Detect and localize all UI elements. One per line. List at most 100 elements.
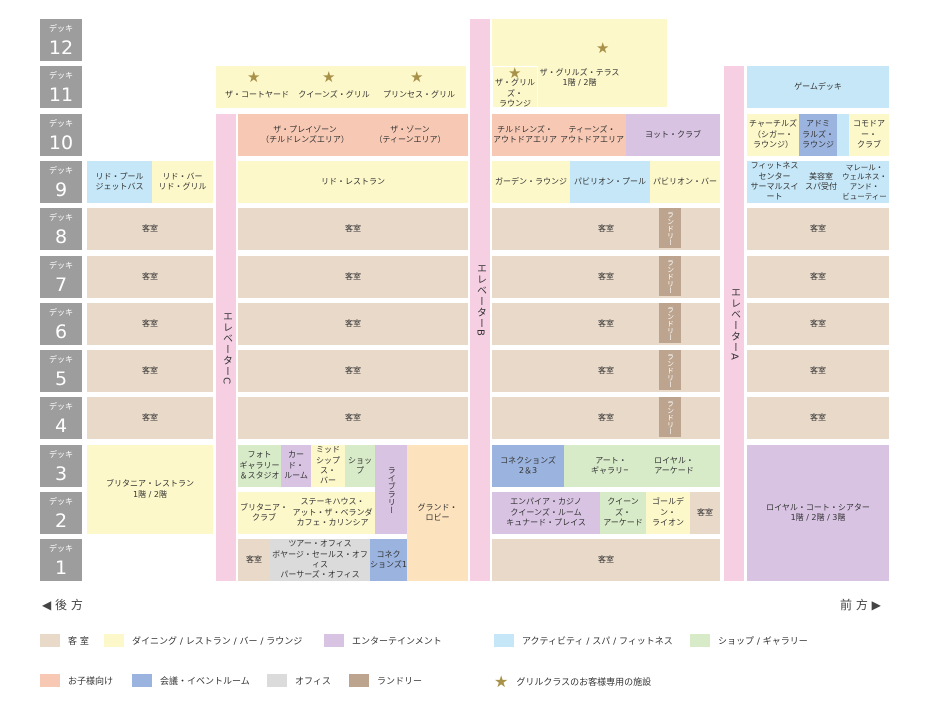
queens-grill: クイーンズ・グリル <box>298 89 370 99</box>
deck11-grills-row <box>216 66 466 108</box>
connexions-1: コネク ションズ1 <box>370 539 407 581</box>
cabin-block: 客室 <box>747 256 889 298</box>
cabin-block: 客室 <box>492 208 720 250</box>
laundry: ランドリー <box>659 350 681 390</box>
cabin-block: 客室 <box>747 208 889 250</box>
tour-office: ツアー・オフィス ボヤージ・セールス・オフィス パーサーズ・オフィス <box>270 539 370 581</box>
children-outdoor-area: チルドレンズ・ アウトドアエリア <box>492 114 558 156</box>
elevator-c: エレベーターC <box>216 114 236 581</box>
legend-swatch <box>40 674 60 687</box>
cabin-block: 客室 <box>690 492 720 534</box>
mareel-wellness: マレール・ ウェルネス・ アンド・ ビューティー <box>840 161 889 203</box>
legend-activity: アクティビティ / スパ / フィットネス <box>494 634 673 647</box>
cabin-block: 客室 <box>87 256 213 298</box>
zone: ザ・ゾーン （ティーンエリア） <box>374 124 446 144</box>
legend-swatch <box>104 634 124 647</box>
commodore-club: コモドアー・ クラブ <box>849 114 889 156</box>
queens-arcade: クイーンズ・ アーケード <box>600 492 646 534</box>
cabin-block: 客室 <box>492 303 720 345</box>
beauty-salon: 美容室 スパ受付 <box>802 161 840 203</box>
cabin-block: 客室 <box>492 539 720 581</box>
golden-lion: ゴールデン・ ライオン <box>646 492 690 534</box>
laundry: ランドリー <box>659 208 681 248</box>
pavilion-pool: パビリオン・プール <box>570 161 650 203</box>
admirals-lounge: アドミ ラルズ・ ラウンジ <box>799 114 837 156</box>
legend-swatch <box>494 634 514 647</box>
grills-lounge: ザ・グリルズ・ ラウンジ <box>492 66 538 108</box>
legend-meeting: 会議・イベントルーム <box>132 674 250 687</box>
shop: ショップ <box>345 445 375 487</box>
cabin-block: 客室 <box>238 350 468 392</box>
grill-class-star-icon: ★ <box>596 39 610 57</box>
elevator-a: エレベーターA <box>724 66 744 581</box>
cabin-block: 客室 <box>87 208 213 250</box>
cabin-block: 客室 <box>238 397 468 439</box>
legend-grill: ★グリルクラスのお客様専用の施設 <box>494 672 652 691</box>
garden-lounge: ガーデン・ラウンジ <box>492 161 570 203</box>
cabin-block: 客室 <box>492 256 720 298</box>
churchills-lounge: チャーチルズ （シガー・ ラウンジ） <box>747 114 799 156</box>
deck10-kids-row <box>238 114 468 156</box>
steakhouse: ステーキハウス・ アット・ザ・ベランダ カフェ・カリンシア <box>290 492 375 534</box>
legend-swatch <box>132 674 152 687</box>
playzone: ザ・プレイゾーン （チルドレンズエリア） <box>261 124 349 144</box>
legend-office: オフィス <box>267 674 331 687</box>
empire-casino: エンパイア・カジノ クイーンズ・ルーム キュナード・プレイス <box>492 492 600 534</box>
lido-pool: リド・プール ジェットバス <box>87 161 152 203</box>
card-room: カード・ ルーム <box>281 445 311 487</box>
legend-kids: お子様向け <box>40 674 113 687</box>
legend-swatch <box>324 634 344 647</box>
legend-swatch <box>267 674 287 687</box>
cabin-block: 客室 <box>238 208 468 250</box>
britannia-club: ブリタニア・ クラブ <box>238 492 290 534</box>
cabin-block: 客室 <box>87 303 213 345</box>
lido-restaurant: リド・レストラン <box>238 161 468 203</box>
grill-class-star-icon: ★ <box>494 672 509 691</box>
connexions-2-3: コネクションズ 2＆3 <box>492 445 564 487</box>
royal-court-theatre: ロイヤル・コート・シアター 1階 / 2階 / 3階 <box>747 445 889 581</box>
cabin-block: 客室 <box>492 350 720 392</box>
cabin-block: 客室 <box>238 256 468 298</box>
cabin-block: 客室 <box>747 350 889 392</box>
grand-lobby: グランド・ ロビー <box>407 445 468 581</box>
aft-direction: ◀ 後 方 <box>42 598 83 612</box>
cabin-block: 客室 <box>747 303 889 345</box>
laundry: ランドリー <box>659 256 681 296</box>
pavilion-bar: パビリオン・バー <box>650 161 720 203</box>
cabin-block: 客室 <box>87 397 213 439</box>
princess-grill: プリンセス・グリル <box>383 89 455 99</box>
legend-shop: ショップ / ギャラリー <box>690 634 808 647</box>
midships-bar: ミッド シップス・ バー <box>311 445 345 487</box>
legend-swatch <box>690 634 710 647</box>
game-deck: ゲームデッキ <box>747 66 889 108</box>
cabin-block: 客室 <box>87 350 213 392</box>
britannia-restaurant: ブリタニア・レストラン 1階 / 2階 <box>87 445 213 534</box>
grill-class-star-icon: ★ <box>322 68 336 86</box>
legend-swatch <box>40 634 60 647</box>
legend-swatch <box>349 674 369 687</box>
laundry: ランドリー <box>659 303 681 343</box>
lido-bar: リド・バー リド・グリル <box>152 161 213 203</box>
legend-dining: ダイニング / レストラン / バー / ラウンジ <box>104 634 302 647</box>
laundry: ランドリー <box>659 397 681 437</box>
grill-class-star-icon: ★ <box>508 64 522 82</box>
grill-class-star-icon: ★ <box>410 68 424 86</box>
fitness-center: フィットネス センター サーマルスイート <box>747 161 802 203</box>
legend-laundry: ランドリー <box>349 674 422 687</box>
yacht-club: ヨット・クラブ <box>626 114 720 156</box>
grill-class-star-icon: ★ <box>247 68 261 86</box>
cabin-block: 客室 <box>747 397 889 439</box>
photo-gallery: フォト ギャラリー ＆スタジオ <box>238 445 281 487</box>
legend-cabin: 客 室 <box>40 634 89 647</box>
activity-gap <box>837 114 849 156</box>
